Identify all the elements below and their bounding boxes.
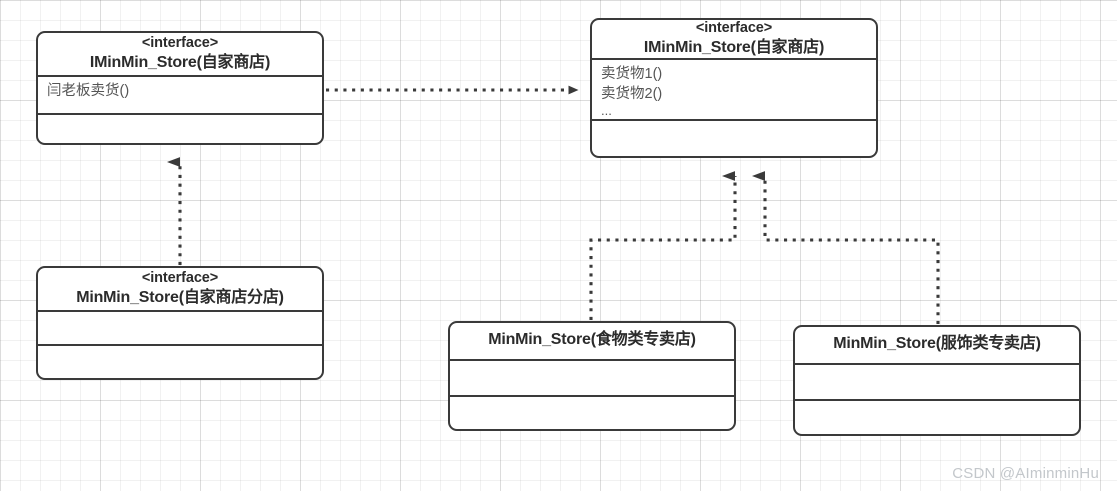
class-name-label: IMinMin_Store(自家商店) [89, 53, 271, 71]
class-header: <interface> MinMin_Store(自家商店分店) [38, 268, 322, 312]
class-attributes-compartment: 卖货物1() 卖货物2() ... [592, 60, 876, 121]
edge-food-to-right [589, 171, 737, 320]
class-attributes-compartment [795, 365, 1079, 401]
class-name-label: IMinMin_Store(自家商店) [643, 38, 825, 56]
watermark-text: CSDN @AIminminHu [952, 465, 1099, 482]
class-header: MinMin_Store(食物类专卖店) [450, 323, 734, 361]
attribute-item: 闫老板卖货() [47, 83, 130, 99]
class-operations-compartment [38, 115, 322, 143]
attribute-item: 卖货物2() [601, 86, 663, 102]
class-operations-compartment [592, 121, 876, 156]
attribute-item: 卖货物1() [601, 66, 663, 82]
class-name-label: MinMin_Store(自家商店分店) [76, 288, 284, 306]
class-name-label: MinMin_Store(服饰类专卖店) [833, 335, 1041, 353]
class-operations-compartment [38, 346, 322, 378]
class-name-label: MinMin_Store(食物类专卖店) [488, 331, 696, 349]
class-attributes-compartment: 闫老板卖货() [38, 77, 322, 115]
class-operations-compartment [795, 401, 1079, 434]
class-box-minmin-store-apparel[interactable]: MinMin_Store(服饰类专卖店) [793, 325, 1081, 436]
attribute-ellipsis: ... [601, 103, 612, 118]
stereotype-label: <interface> [141, 35, 219, 52]
class-header: MinMin_Store(服饰类专卖店) [795, 327, 1079, 365]
class-attributes-compartment [38, 312, 322, 346]
class-box-iminmin-store-right[interactable]: <interface> IMinMin_Store(自家商店) 卖货物1() 卖… [590, 18, 878, 158]
class-box-minmin-store-food[interactable]: MinMin_Store(食物类专卖店) [448, 321, 736, 431]
class-box-iminmin-store-main[interactable]: <interface> IMinMin_Store(自家商店) 闫老板卖货() [36, 31, 324, 145]
class-header: <interface> IMinMin_Store(自家商店) [38, 33, 322, 77]
class-header: <interface> IMinMin_Store(自家商店) [592, 20, 876, 60]
stereotype-label: <interface> [695, 20, 773, 37]
edge-apparel-to-right [752, 171, 940, 324]
class-box-minmin-store-branch[interactable]: <interface> MinMin_Store(自家商店分店) [36, 266, 324, 380]
class-attributes-compartment [450, 361, 734, 397]
stereotype-label: <interface> [141, 270, 219, 287]
class-operations-compartment [450, 397, 734, 429]
